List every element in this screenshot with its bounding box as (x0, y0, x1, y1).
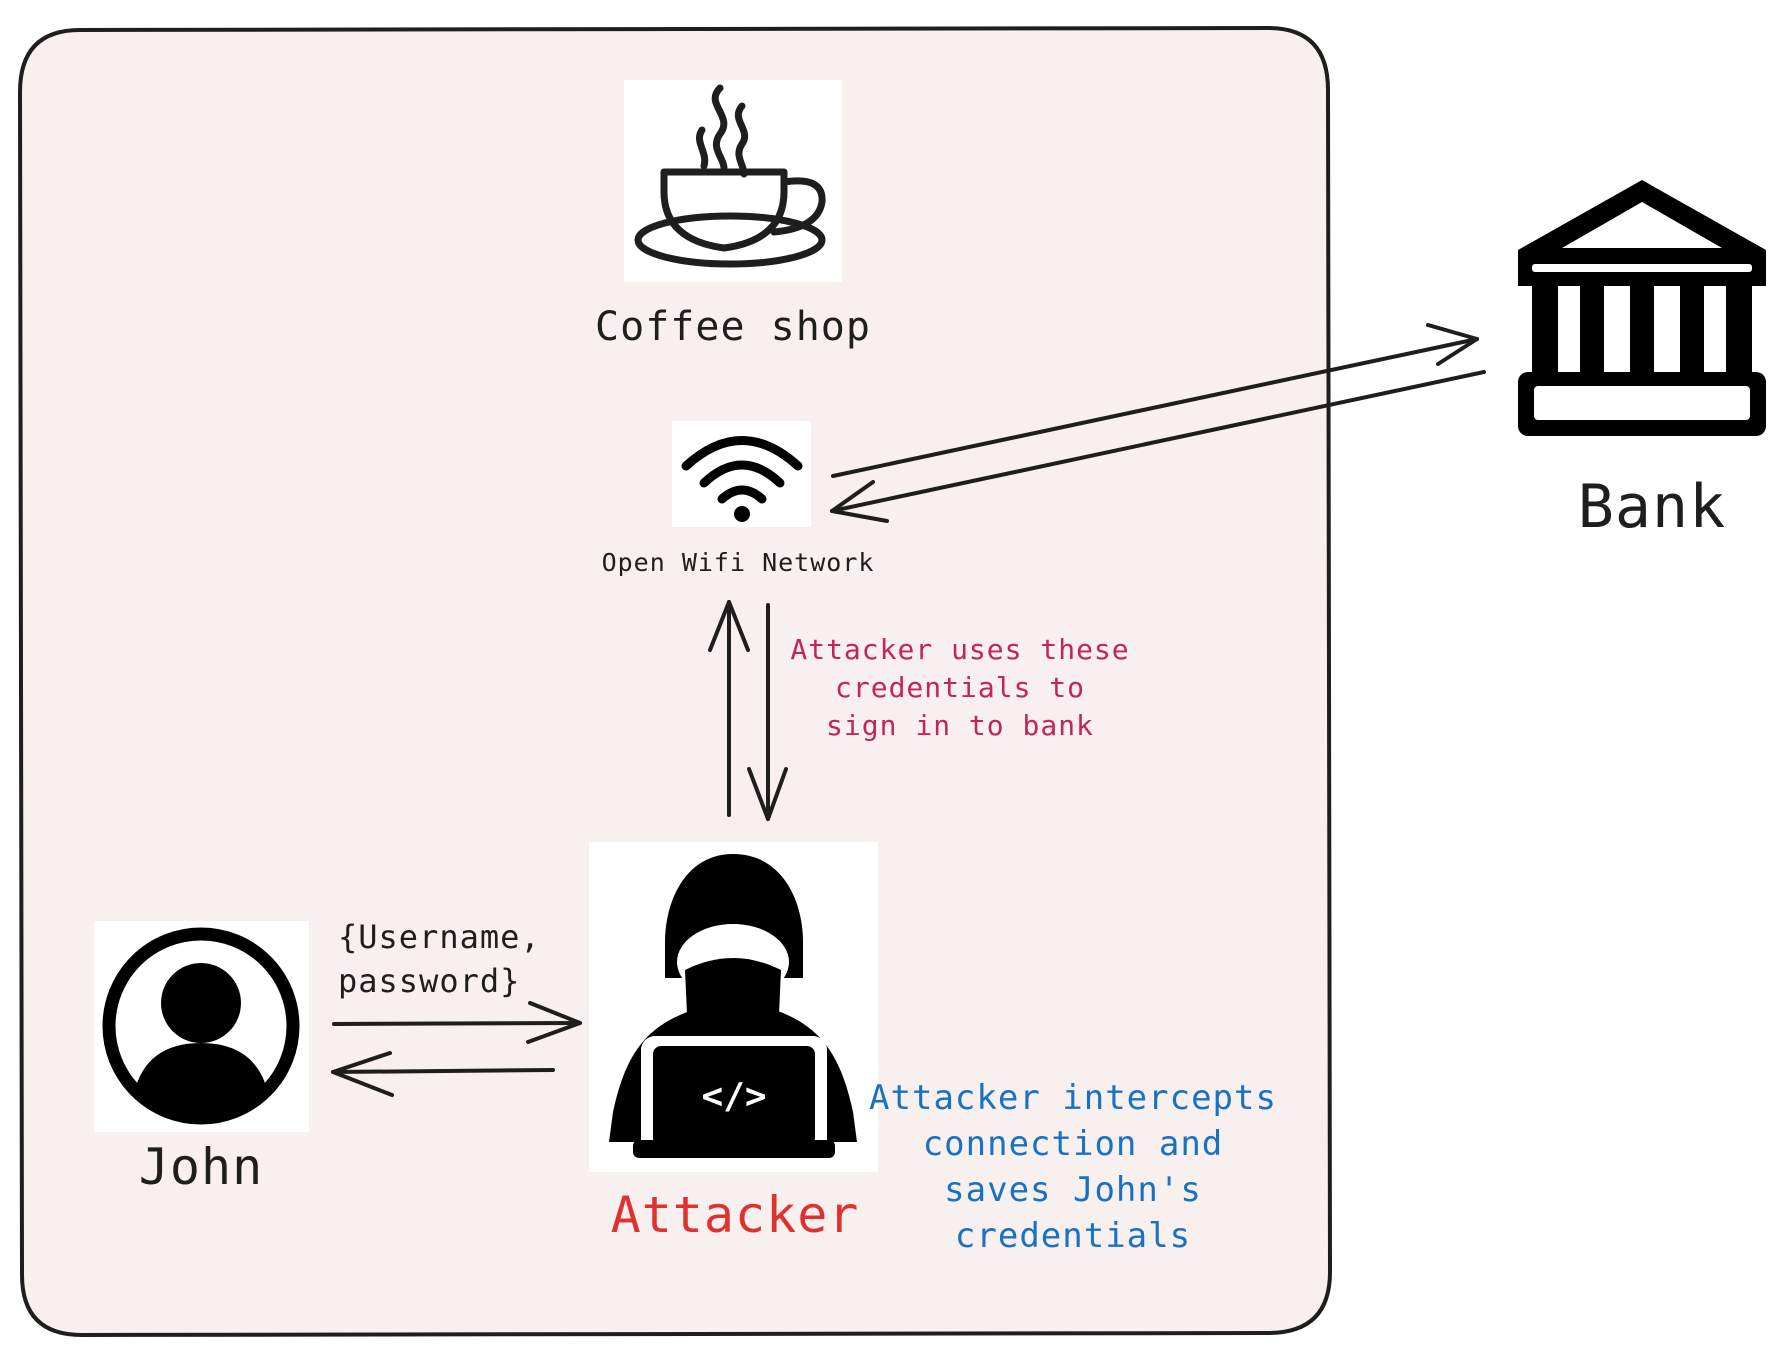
bank-signin-line-2: credentials to (834, 671, 1086, 704)
arrow-wifi-to-bank (831, 323, 1479, 478)
intercept-line-1: Attacker intercepts (869, 1078, 1277, 1118)
credentials-line-1: {Username, (338, 918, 541, 956)
svg-text:</>: </> (701, 1076, 766, 1117)
bank-signin-line-3: sign in to bank (826, 709, 1094, 742)
coffee-cup-icon (624, 80, 842, 282)
coffee-shop-frame (18, 26, 1332, 1337)
arrow-john-to-attacker (332, 1001, 582, 1044)
credentials-annotation: {Username, password} (338, 915, 541, 1003)
intercept-line-2: connection and (922, 1124, 1224, 1164)
wifi-icon (672, 421, 811, 527)
intercept-annotation: Attacker intercepts connection and saves… (869, 1075, 1277, 1259)
arrow-bank-to-wifi (830, 370, 1486, 523)
bank-signin-line-1: Attacker uses these (790, 633, 1130, 666)
user-avatar-icon (94, 921, 309, 1132)
wifi-label: Open Wifi Network (601, 548, 875, 577)
john-label: John (138, 1138, 264, 1196)
arrow-wifi-to-attacker (747, 603, 788, 821)
bank-icon (1510, 176, 1775, 441)
coffee-shop-label: Coffee shop (595, 304, 871, 350)
arrow-attacker-to-john (331, 1051, 555, 1097)
intercept-line-4: credentials (954, 1216, 1192, 1256)
bank-signin-annotation: Attacker uses these credentials to sign … (790, 631, 1129, 745)
intercept-line-3: saves John's (944, 1170, 1202, 1210)
attacker-label: Attacker (610, 1186, 860, 1244)
hacker-laptop-icon: </> (589, 842, 878, 1172)
arrow-attacker-to-wifi (708, 600, 750, 817)
bank-label: Bank (1577, 472, 1727, 542)
credentials-line-2: password} (338, 962, 521, 1000)
